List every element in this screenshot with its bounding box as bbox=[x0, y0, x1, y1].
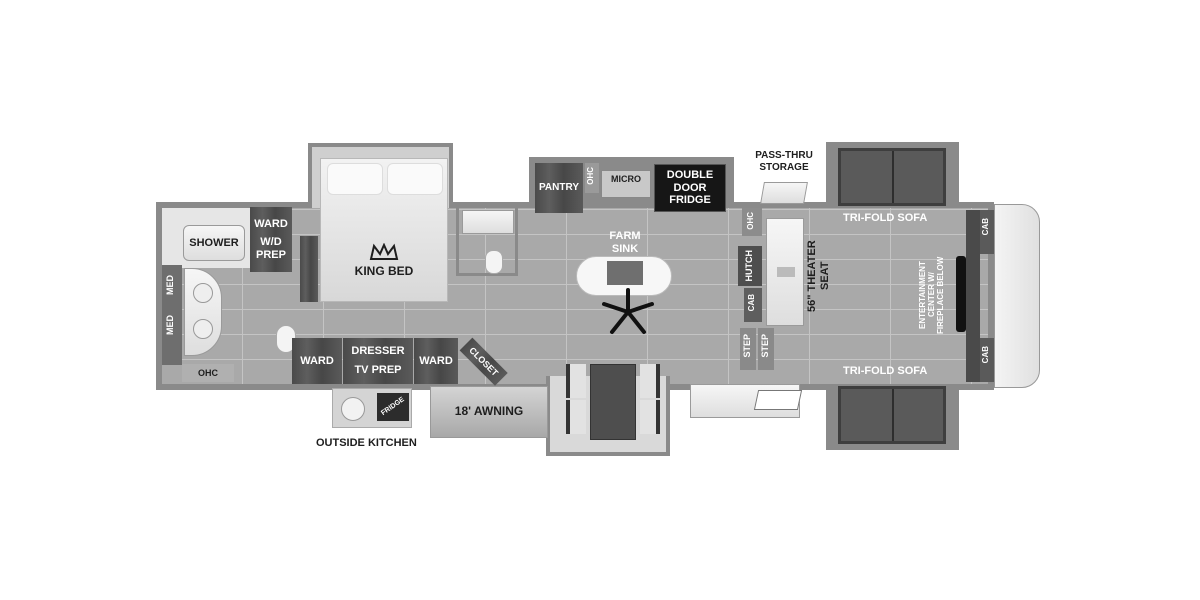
wd-prep-label: W/D PREP bbox=[256, 236, 286, 261]
farm-sink-label-1: FARM bbox=[609, 230, 641, 242]
pass-thru-label-1: PASS-THRU bbox=[755, 150, 813, 161]
step-right-label: STEP bbox=[760, 334, 770, 358]
living-ohc: OHC bbox=[742, 208, 762, 236]
awning-label: 18' AWNING bbox=[454, 404, 524, 419]
tri-fold-sofa-bottom-label: TRI-FOLD SOFA bbox=[843, 365, 928, 377]
king-bed-label: KING BED bbox=[354, 264, 414, 278]
entertainment-label-2: CENTER W/ bbox=[927, 272, 937, 318]
half-bath bbox=[456, 208, 518, 276]
living-cab: CAB bbox=[744, 288, 762, 322]
tri-fold-sofa-top bbox=[838, 148, 946, 206]
living-cab-label: CAB bbox=[747, 294, 756, 312]
step-right: STEP bbox=[758, 328, 774, 370]
theater-seat bbox=[766, 218, 804, 326]
theater-seat-label-1: 56" THEATER bbox=[806, 240, 818, 312]
sink-bowl-icon bbox=[193, 283, 213, 303]
tri-fold-sofa-bottom bbox=[838, 386, 946, 444]
kitchen-island bbox=[576, 256, 672, 296]
fridge-label-2: DOOR bbox=[673, 181, 707, 194]
pantry-label: PANTRY bbox=[539, 182, 579, 194]
living-ohc-label: OHC bbox=[746, 212, 755, 230]
microwave-cooktop: MICRO bbox=[601, 170, 651, 198]
dinette-chair bbox=[566, 400, 586, 434]
ward-wd-prep: WARD W/D PREP bbox=[250, 207, 292, 272]
medicine-cabinets: MED MED bbox=[162, 265, 182, 365]
step-left-label: STEP bbox=[742, 334, 752, 358]
fridge-label-1: DOUBLE bbox=[666, 169, 714, 182]
entry-hatch-door bbox=[753, 390, 803, 410]
dinette-table bbox=[590, 364, 636, 440]
tri-fold-sofa-top-label: TRI-FOLD SOFA bbox=[843, 212, 928, 224]
med-label-top: MED bbox=[165, 275, 175, 295]
sink-bowl-icon bbox=[193, 319, 213, 339]
ward-label: WARD bbox=[254, 217, 288, 230]
kitchen-ohc: OHC bbox=[585, 163, 599, 193]
dresser-tv-prep: DRESSER TV PREP bbox=[343, 338, 413, 384]
double-door-fridge: DOUBLE DOOR FRIDGE bbox=[654, 164, 726, 212]
front-cab-bottom: CAB bbox=[980, 338, 994, 382]
fireplace-tv-icon bbox=[956, 256, 966, 332]
outdoor-fridge-label: FRIDGE bbox=[379, 396, 406, 418]
pass-thru-label-2: STORAGE bbox=[759, 161, 809, 173]
outdoor-fridge: FRIDGE bbox=[377, 393, 409, 421]
cupholder-icon bbox=[777, 267, 795, 277]
nightstand-left bbox=[300, 236, 318, 302]
entertainment-cabinet bbox=[966, 210, 980, 382]
entertainment-label-1: ENTERTAINMENT bbox=[918, 261, 927, 329]
half-bath-sink bbox=[462, 210, 514, 234]
pass-thru-storage-label: PASS-THRU STORAGE bbox=[752, 150, 816, 173]
ward-right: WARD bbox=[414, 338, 458, 384]
tv-prep-label: TV PREP bbox=[354, 364, 402, 376]
step-left: STEP bbox=[740, 328, 756, 370]
shower: SHOWER bbox=[183, 225, 245, 261]
ohc-label: OHC bbox=[198, 367, 218, 378]
outside-kitchen-label: OUTSIDE KITCHEN bbox=[316, 437, 417, 449]
awning: 18' AWNING bbox=[430, 386, 548, 438]
ward-left-label: WARD bbox=[300, 354, 334, 367]
hutch-label: HUTCH bbox=[744, 250, 754, 282]
entertainment-label-3: FIREPLACE BELOW bbox=[936, 256, 946, 334]
outside-kitchen: FRIDGE bbox=[332, 388, 412, 428]
outdoor-sink-icon bbox=[341, 397, 365, 421]
farm-sink-label-2: SINK bbox=[611, 242, 639, 255]
med-label-bottom: MED bbox=[165, 315, 175, 335]
farm-sink-label: FARM SINK bbox=[590, 230, 660, 255]
kitchen-ohc-label: OHC bbox=[586, 167, 595, 185]
pass-thru-storage-door bbox=[760, 182, 808, 204]
theater-seat-label-2: SEAT bbox=[818, 261, 831, 291]
toilet-icon bbox=[485, 250, 503, 274]
pillow-left bbox=[327, 163, 383, 195]
farm-sink bbox=[607, 261, 643, 285]
entertainment-center-label: ENTERTAINMENT CENTER W/ FIREPLACE BELOW bbox=[918, 248, 946, 342]
pantry: PANTRY bbox=[535, 163, 583, 213]
dinette-chair bbox=[640, 364, 660, 398]
pillow-right bbox=[387, 163, 443, 195]
hutch: HUTCH bbox=[738, 246, 762, 286]
shower-label: SHOWER bbox=[189, 236, 239, 249]
front-cap bbox=[994, 204, 1040, 388]
ward-right-label: WARD bbox=[419, 354, 453, 367]
ward-left: WARD bbox=[292, 338, 342, 384]
main-floor bbox=[162, 208, 988, 384]
bath-ohc: OHC bbox=[182, 364, 234, 382]
vanity-double-sink bbox=[184, 268, 222, 356]
dresser-label: DRESSER bbox=[351, 345, 405, 358]
theater-seat-label: 56" THEATER SEAT bbox=[806, 236, 831, 316]
ceiling-fan-icon bbox=[600, 288, 656, 341]
dinette-chair bbox=[566, 364, 586, 398]
king-bed: KING BED bbox=[320, 158, 448, 302]
cab-bottom-label: CAB bbox=[981, 346, 990, 364]
micro-label: MICRO bbox=[611, 174, 641, 184]
crown-icon bbox=[369, 242, 399, 266]
dinette-chair bbox=[640, 400, 660, 434]
cab-top-label: CAB bbox=[981, 218, 990, 236]
fridge-label-3: FRIDGE bbox=[669, 194, 711, 207]
front-cab-top: CAB bbox=[980, 210, 994, 254]
